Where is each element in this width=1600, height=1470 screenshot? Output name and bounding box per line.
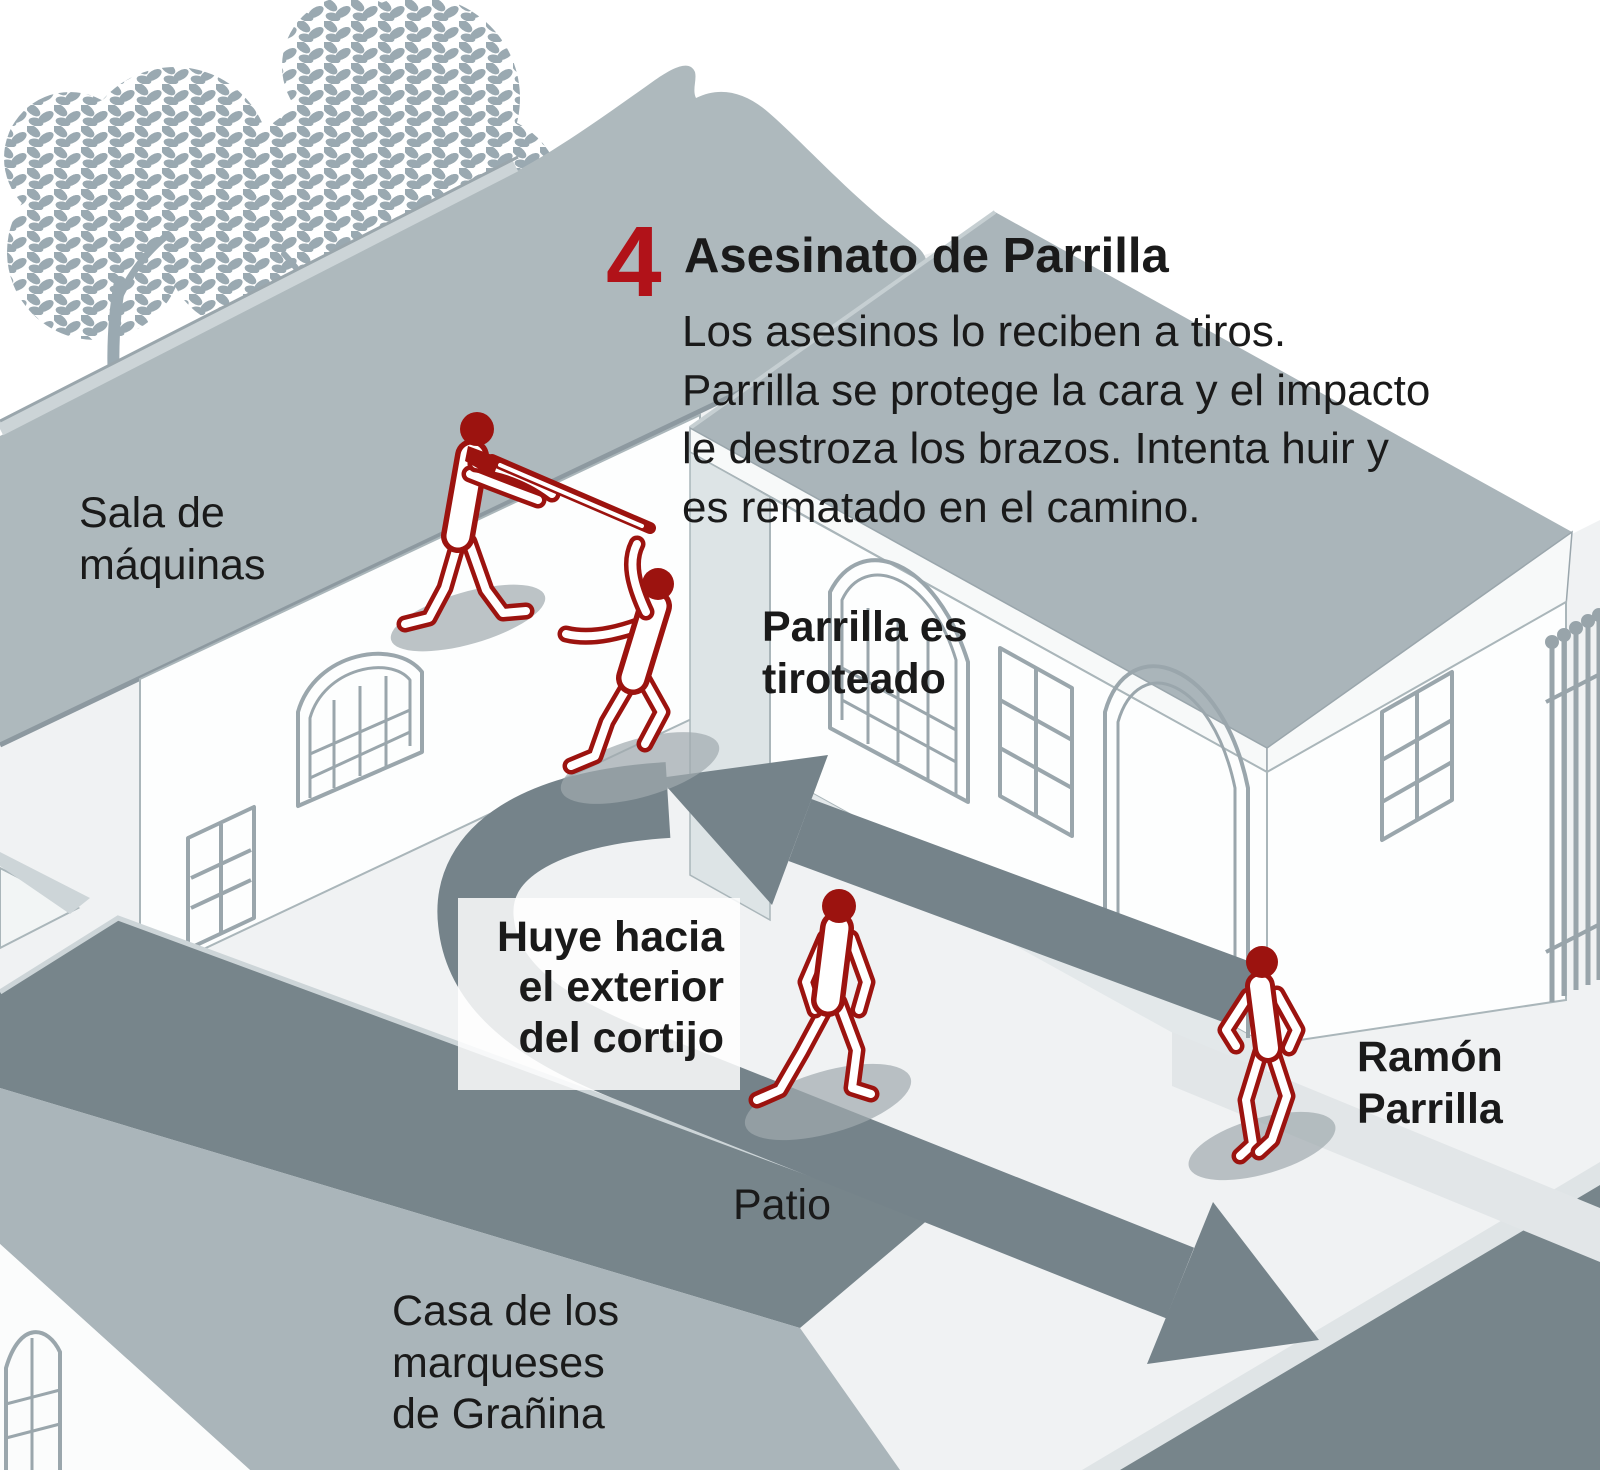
label-line: el exterior — [518, 963, 724, 1012]
ramon-parrilla-back-icon — [1217, 946, 1306, 1165]
central-house — [688, 210, 1600, 1085]
window-icon — [998, 646, 1074, 838]
label-casa-marqueses: Casa de los marqueses de Grañina — [392, 1286, 619, 1441]
corner-wall — [0, 1244, 250, 1470]
marqueses-roof-light — [0, 1088, 900, 1470]
marqueses-roof-dark — [0, 918, 930, 1328]
description-line: es rematado en el camino. — [682, 482, 1201, 532]
label-line: de Grañina — [392, 1390, 605, 1439]
label-parrilla-tiroteado: Parrilla es tiroteado — [762, 602, 968, 705]
machine-room-roof — [0, 65, 927, 746]
bottom-right-roof-dark — [1120, 1185, 1600, 1470]
description-line: le destroza los brazos. Intenta huir y — [682, 424, 1389, 474]
title: Asesinato de Parrilla — [684, 229, 1169, 283]
label-line: marqueses — [392, 1338, 605, 1387]
label-line: tiroteado — [762, 654, 946, 703]
label-line: Casa de los — [392, 1287, 620, 1335]
figure-shadow — [390, 584, 546, 652]
bottom-right-light-edge — [1082, 1162, 1600, 1470]
label-sala-de-maquinas: Sala de máquinas — [79, 488, 265, 591]
central-house-roof — [690, 212, 1572, 748]
label-line: Huye hacia — [496, 913, 724, 961]
label-line: máquinas — [79, 540, 266, 589]
figure-shadow — [744, 1063, 912, 1141]
window-icon — [1380, 670, 1454, 842]
arched-window-icon — [4, 1330, 62, 1470]
arched-door-icon — [1103, 664, 1250, 1038]
label-line: Parrilla — [1357, 1084, 1503, 1133]
figure-shadow — [560, 732, 720, 804]
description-line: Los asesinos lo reciben a tiros. — [682, 307, 1287, 356]
parrilla-walking-icon — [748, 889, 880, 1109]
step-number: 4 — [606, 206, 662, 318]
machine-room-building — [0, 65, 927, 981]
description-line: Parrilla se protege la cara y el impacto — [682, 365, 1431, 415]
label-line: Sala de — [79, 489, 225, 537]
label-patio: Patio — [733, 1181, 832, 1229]
arched-window-icon — [296, 651, 424, 808]
assassin-with-shotgun-icon — [396, 412, 656, 633]
description: Los asesinos lo reciben a tiros. Parrill… — [682, 303, 1430, 537]
label-line: Parrilla es — [762, 603, 968, 651]
marqueses-house — [0, 852, 931, 1470]
label-huye-box: Huye hacia el exterior del cortijo — [458, 898, 740, 1090]
parrilla-shot-icon — [557, 535, 674, 775]
label-line: del cortijo — [518, 1013, 724, 1062]
window-icon — [186, 805, 256, 951]
iron-gate-icon — [1545, 608, 1600, 1002]
label-line: Ramón — [1357, 1033, 1503, 1081]
approach-path-arrow-icon — [659, 755, 1257, 1026]
label-ramon-parrilla: Ramón Parrilla — [1357, 1032, 1503, 1135]
arched-window-icon — [828, 558, 970, 804]
